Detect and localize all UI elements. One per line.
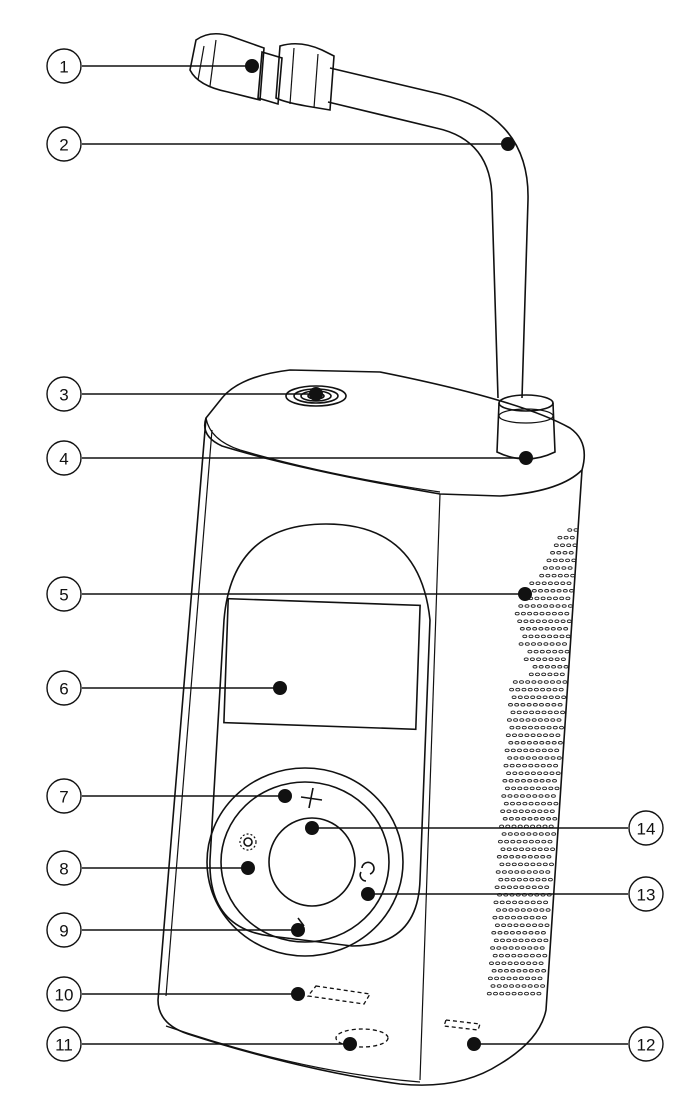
speaker-grille [486,528,579,996]
display-screen [223,597,421,731]
callout-13: 13 [628,876,664,912]
callout-8: 8 [46,850,82,886]
power-button [268,817,356,907]
callout-11: 11 [46,1026,82,1062]
callout-1: 1 [46,48,82,84]
callout-6: 6 [46,670,82,706]
callout-5: 5 [46,576,82,612]
bottom-sensor-front [306,985,372,1005]
callout-14-label: 14 [637,820,656,839]
callout-2: 2 [46,126,82,162]
callout-8-label: 8 [59,860,68,879]
callout-3-label: 3 [59,386,68,405]
callout-numbers: 1 2 3 4 5 6 7 8 [46,48,664,1062]
callout-3: 3 [46,376,82,412]
callout-6-label: 6 [59,680,68,699]
front-panel [209,523,431,947]
callout-4: 4 [46,440,82,476]
flexible-hose [329,67,529,399]
callout-13-label: 13 [637,886,656,905]
callout-12-label: 12 [637,1036,656,1055]
callout-1-label: 1 [59,58,68,77]
hose-base-collar [496,394,556,460]
callout-5-label: 5 [59,586,68,605]
side-indicator [443,1019,481,1031]
callout-10-label: 10 [55,986,74,1005]
callout-14: 14 [628,810,664,846]
control-ring [206,767,404,957]
callout-2-label: 2 [59,136,68,155]
callout-9: 9 [46,912,82,948]
plus-icon [300,787,323,809]
nozzle-connector [189,32,335,111]
light-icon [239,833,257,851]
bottom-foot [335,1028,389,1048]
callout-10: 10 [46,976,82,1012]
callout-12: 12 [628,1026,664,1062]
hose-assembly [189,32,556,460]
callouts-right [305,821,628,1051]
callout-4-label: 4 [59,450,68,469]
callout-9-label: 9 [59,922,68,941]
top-cap [203,369,586,497]
callouts-left [82,59,533,1051]
callout-11-label: 11 [55,1036,73,1055]
minus-icon [297,917,305,927]
cycle-icon [359,861,375,882]
pump-body [157,369,586,1086]
callout-7: 7 [46,778,82,814]
callout-7-label: 7 [59,788,68,807]
